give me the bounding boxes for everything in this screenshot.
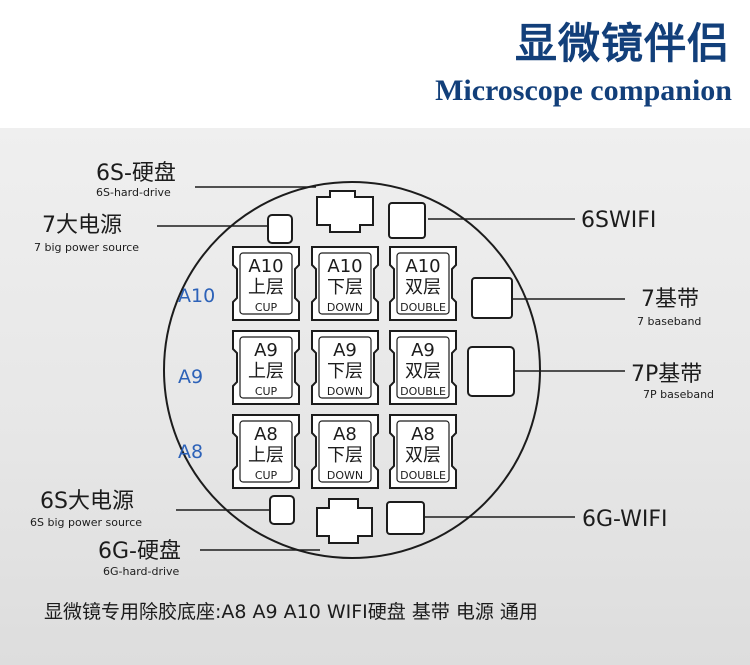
label-7p-baseband-cn: 7P基带 <box>631 362 702 387</box>
header: 显微镜伴侣 Microscope companion <box>0 0 750 128</box>
outer-pads <box>267 190 515 544</box>
label-6s-hdd-en: 6S-hard-drive <box>96 186 171 199</box>
pad-7p-baseband <box>467 346 515 397</box>
chip-layer: 双层 <box>405 361 441 382</box>
row-label: A9 <box>178 366 203 388</box>
chip-pad-outline <box>389 246 457 321</box>
callout-labels: 6S-硬盘 6S-hard-drive 7大电源 7 big power sou… <box>30 161 714 578</box>
chip-pad-inner <box>318 420 372 483</box>
label-6g-wifi: 6G-WIFI <box>582 507 667 532</box>
pad-6s-wifi <box>388 202 426 239</box>
leader-lines <box>157 186 625 551</box>
title-english: Microscope companion <box>435 74 732 107</box>
chip-pad-inner <box>239 252 293 315</box>
chip-pad-inner <box>396 420 450 483</box>
pad-6s-big-power <box>269 495 295 525</box>
chip-model: A9 <box>411 340 435 361</box>
chip-model: A10 <box>327 256 362 277</box>
chip-pad-outline <box>311 414 379 489</box>
chip-model: A8 <box>254 424 278 445</box>
chip-layer-code: CUP <box>255 301 278 314</box>
pad-6s-hard-drive <box>316 190 374 233</box>
label-6s-big-power-en: 6S big power source <box>30 516 142 529</box>
chip-layer-code: DOUBLE <box>400 469 446 482</box>
chip-layer: 下层 <box>327 361 363 382</box>
chip-pad-outline <box>232 330 300 405</box>
label-6g-hdd-cn: 6G-硬盘 <box>98 539 181 564</box>
chip-model: A8 <box>411 424 435 445</box>
chip-pad-outline <box>232 414 300 489</box>
chip-pad-inner <box>239 336 293 399</box>
chip-pad-inner <box>396 252 450 315</box>
chip-pad-outline <box>389 330 457 405</box>
chip-pad-outline <box>389 414 457 489</box>
chip-grid: A10A10上层CUPA10下层DOWNA10双层DOUBLEA9A9上层CUP… <box>178 246 457 489</box>
chip-layer: 下层 <box>327 445 363 466</box>
base-plate-outline <box>163 181 541 559</box>
chip-layer-code: CUP <box>255 469 278 482</box>
chip-layer-code: CUP <box>255 385 278 398</box>
chip-layer: 上层 <box>248 361 284 382</box>
pad-6g-wifi <box>386 501 425 535</box>
pad-6g-hard-drive <box>316 498 373 544</box>
chip-layer-code: DOUBLE <box>400 301 446 314</box>
row-label: A8 <box>178 441 203 463</box>
footer-caption: 显微镜专用除胶底座:A8 A9 A10 WIFI硬盘 基带 电源 通用 <box>44 601 538 623</box>
chip-layer: 上层 <box>248 445 284 466</box>
chip-model: A9 <box>333 340 357 361</box>
label-7p-baseband-en: 7P baseband <box>643 388 714 401</box>
chip-model: A10 <box>248 256 283 277</box>
chip-layer-code: DOUBLE <box>400 385 446 398</box>
chip-layer-code: DOWN <box>327 385 363 398</box>
label-6g-hdd-en: 6G-hard-drive <box>103 565 180 578</box>
chip-pad-inner <box>396 336 450 399</box>
row-label: A10 <box>178 285 215 307</box>
chip-model: A9 <box>254 340 278 361</box>
chip-pad-inner <box>318 336 372 399</box>
pad-7-baseband <box>471 277 513 319</box>
chip-pad-inner <box>318 252 372 315</box>
chip-layer: 下层 <box>327 277 363 298</box>
chip-layer: 双层 <box>405 277 441 298</box>
title-chinese: 显微镜伴侣 <box>514 19 730 68</box>
chip-layer-code: DOWN <box>327 301 363 314</box>
chip-pad-outline <box>311 330 379 405</box>
label-7-baseband-cn: 7基带 <box>641 287 699 312</box>
label-7-big-power-en: 7 big power source <box>34 241 139 254</box>
chip-layer-code: DOWN <box>327 469 363 482</box>
label-6s-hdd-cn: 6S-硬盘 <box>96 161 176 186</box>
label-6s-big-power-cn: 6S大电源 <box>40 489 134 514</box>
chip-layer: 双层 <box>405 445 441 466</box>
chip-model: A8 <box>333 424 357 445</box>
chip-pad-outline <box>232 246 300 321</box>
chip-layer: 上层 <box>248 277 284 298</box>
chip-pad-outline <box>311 246 379 321</box>
chip-pad-inner <box>239 420 293 483</box>
pad-7-big-power <box>267 214 293 244</box>
label-6s-wifi: 6SWIFI <box>581 208 656 233</box>
chip-model: A10 <box>405 256 440 277</box>
label-7-big-power-cn: 7大电源 <box>42 213 122 238</box>
label-7-baseband-en: 7 baseband <box>637 315 701 328</box>
